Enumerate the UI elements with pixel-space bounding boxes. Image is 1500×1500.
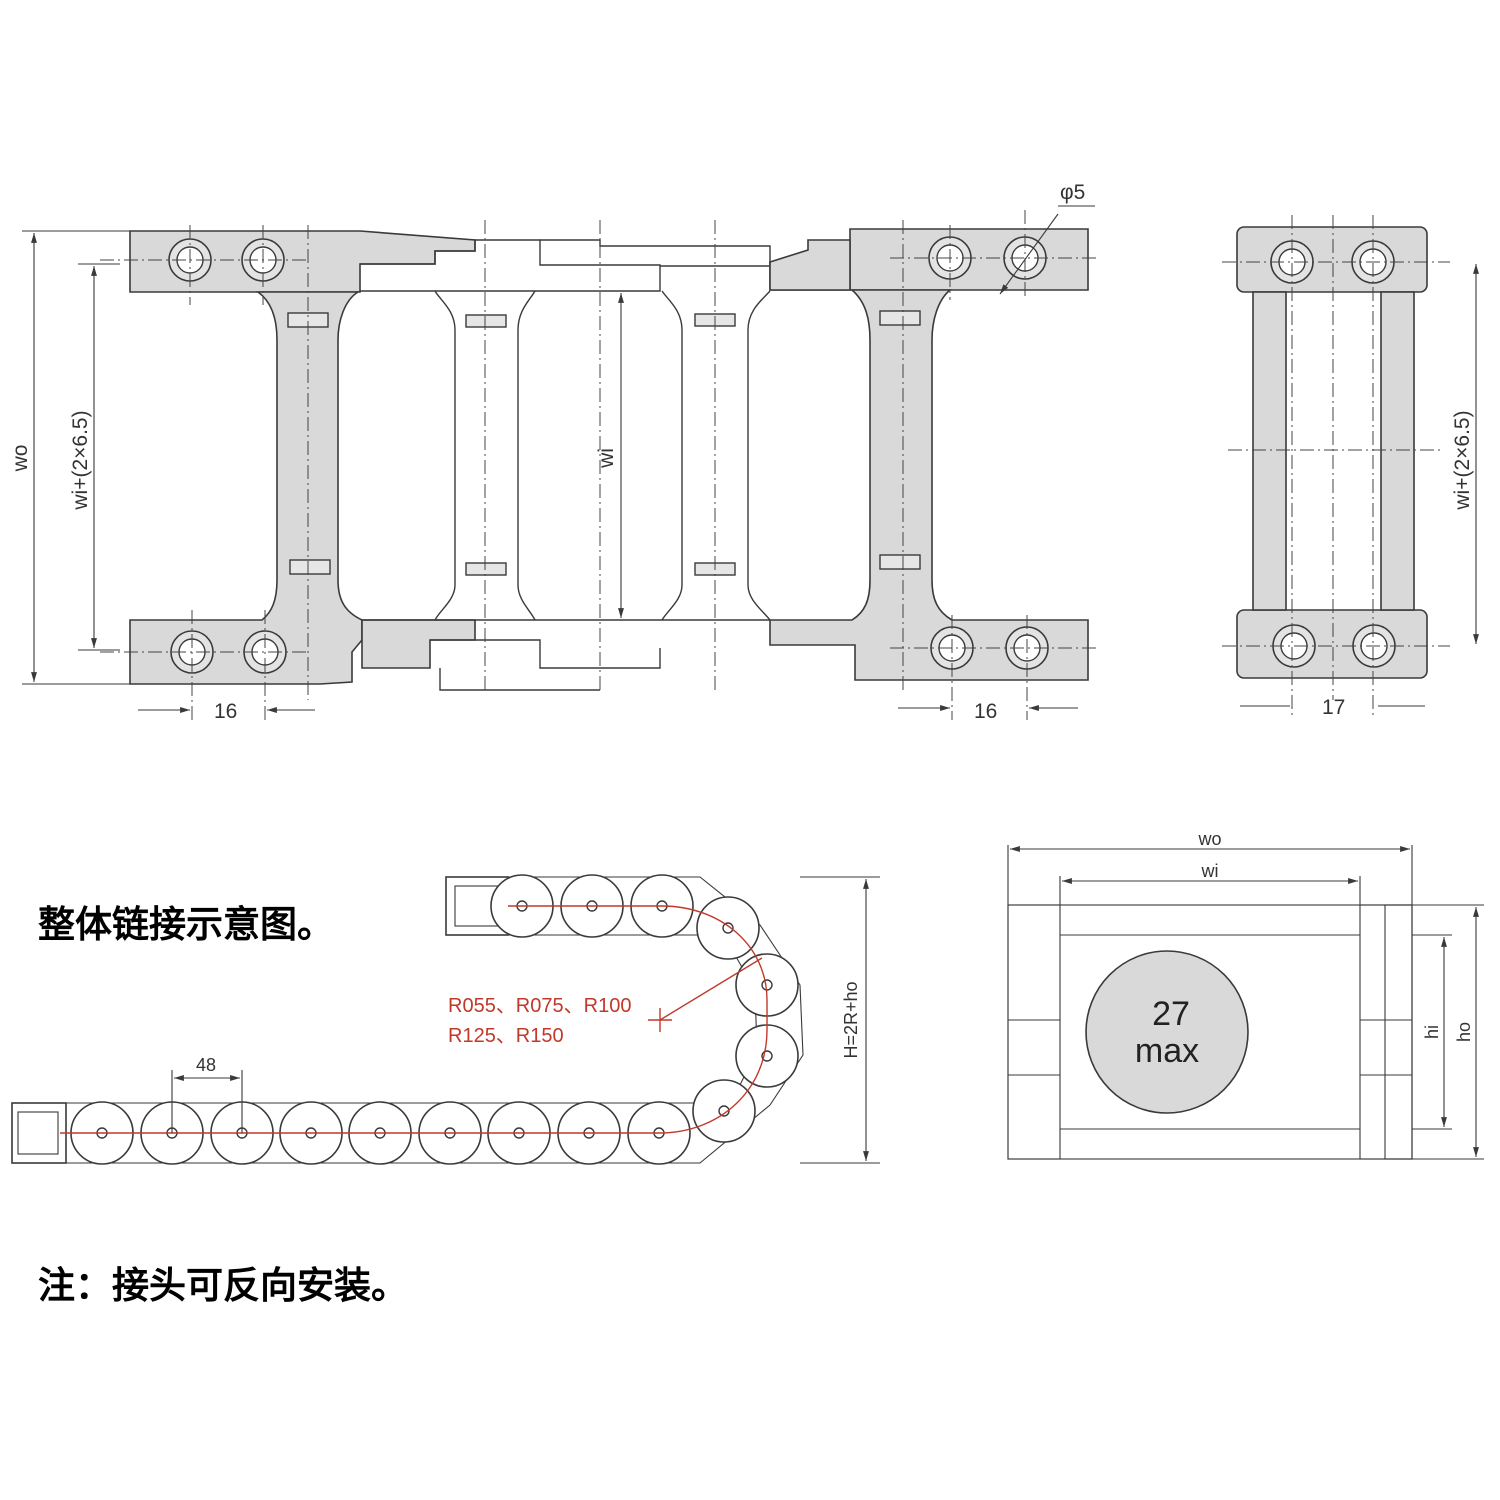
dim-pitch-right: 16: [974, 700, 997, 723]
top-view-dimensions: wo wi+(2×6.5) wi φ5 16 16: [9, 181, 1095, 723]
bend-radius-options-2: R125、R150: [448, 1025, 564, 1047]
bend-radius-options-1: R055、R075、R100: [448, 995, 631, 1017]
dim-chain-pitch: 48: [196, 1055, 216, 1075]
section-dim-ho: ho: [1454, 1022, 1474, 1042]
installation-note: 注：接头可反向安装。: [38, 1263, 408, 1307]
slot: [465, 314, 507, 328]
top-view: wo wi+(2×6.5) wi φ5 16 16: [9, 181, 1098, 723]
dim-wi-plus: wi+(2×6.5): [69, 410, 92, 510]
dim-wi: wi: [595, 448, 618, 469]
slot: [289, 559, 331, 575]
left-bracket: [129, 230, 476, 685]
side-dim-wi-plus: wi+(2×6.5): [1451, 410, 1474, 510]
max-cable-circle: [1085, 950, 1249, 1114]
slot: [465, 562, 507, 576]
center-lines: [100, 210, 1098, 720]
max-cable-value: 27: [1152, 995, 1190, 1033]
section-dim-wi: wi: [1201, 861, 1219, 881]
section-view: 27 max wo wi hi ho: [1007, 829, 1484, 1160]
slot: [879, 310, 921, 326]
slot: [879, 554, 921, 570]
right-bracket: [769, 228, 1089, 681]
chain-view: 48 R055、R075、R100 R125、R150 H=2R+ho: [11, 874, 880, 1165]
max-cable-label: max: [1135, 1032, 1199, 1070]
dim-wo: wo: [9, 445, 32, 473]
side-view: wi+(2×6.5) 17: [1222, 215, 1479, 719]
dim-hole-diameter: φ5: [1060, 181, 1085, 204]
chain-diagram-caption: 整体链接示意图。: [38, 902, 334, 946]
dim-pitch-left: 16: [214, 700, 237, 723]
section-dim-hi: hi: [1422, 1025, 1442, 1039]
dim-total-height: H=2R+ho: [841, 981, 861, 1058]
section-dim-wo: wo: [1197, 829, 1221, 849]
side-dim-width: 17: [1322, 696, 1345, 719]
